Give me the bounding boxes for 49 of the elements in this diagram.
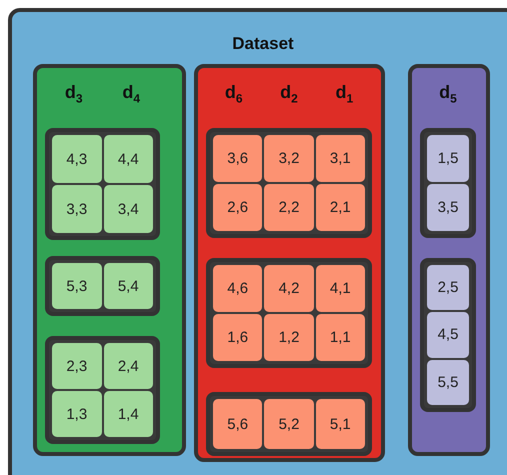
matrix-entry: 4,5 bbox=[427, 312, 469, 358]
column-panel bbox=[194, 64, 385, 462]
matrix-entry: 4,4 bbox=[104, 135, 153, 183]
block-group bbox=[45, 256, 160, 316]
matrix-entry: 2,2 bbox=[264, 184, 314, 231]
matrix-entry: 4,3 bbox=[52, 135, 102, 183]
matrix-entry: 4,2 bbox=[264, 265, 314, 312]
matrix-entry: 3,6 bbox=[213, 135, 262, 182]
matrix-entry: 5,3 bbox=[52, 263, 102, 309]
matrix-entry: 1,6 bbox=[213, 314, 262, 361]
column-header: d$_{3}$ bbox=[64, 82, 84, 106]
column-header: d$_{4}$ bbox=[121, 82, 142, 106]
matrix-entry: 5,5 bbox=[427, 360, 469, 405]
block-group bbox=[206, 392, 372, 456]
matrix-entry: 1,3 bbox=[52, 391, 102, 437]
matrix-entry: 3,2 bbox=[264, 135, 314, 182]
matrix-entry: 5,2 bbox=[264, 399, 314, 449]
matrix-entry: 1,4 bbox=[104, 391, 153, 437]
matrix-entry: 3,5 bbox=[427, 184, 469, 231]
block-group bbox=[420, 128, 476, 238]
matrix-entry: 2,4 bbox=[104, 343, 153, 389]
dataset-container bbox=[8, 8, 507, 475]
matrix-entry: 2,5 bbox=[427, 265, 469, 310]
column-header: d$_{1}$ bbox=[334, 82, 354, 106]
block-group bbox=[206, 128, 372, 238]
matrix-entry: 2,1 bbox=[316, 184, 365, 231]
dataset-title: Dataset bbox=[231, 34, 295, 54]
matrix-entry: 2,6 bbox=[213, 184, 262, 231]
matrix-entry: 5,1 bbox=[316, 399, 365, 449]
matrix-entry: 1,5 bbox=[427, 135, 469, 182]
matrix-entry: 1,1 bbox=[316, 314, 365, 361]
block-group bbox=[420, 258, 476, 412]
matrix-entry: 2,3 bbox=[52, 343, 102, 389]
matrix-entry: 4,6 bbox=[213, 265, 262, 312]
matrix-entry: 5,6 bbox=[213, 399, 262, 449]
matrix-entry: 5,4 bbox=[104, 263, 153, 309]
column-header: d$_{6}$ bbox=[224, 82, 244, 106]
matrix-entry: 3,1 bbox=[316, 135, 365, 182]
matrix-entry: 4,1 bbox=[316, 265, 365, 312]
column-panel bbox=[33, 64, 186, 456]
block-group bbox=[45, 336, 160, 444]
matrix-entry: 3,3 bbox=[52, 185, 102, 233]
column-header: d$_{5}$ bbox=[438, 82, 458, 106]
column-header: d$_{2}$ bbox=[279, 82, 299, 106]
matrix-entry: 1,2 bbox=[264, 314, 314, 361]
matrix-entry: 3,4 bbox=[104, 185, 153, 233]
column-panel bbox=[408, 64, 490, 456]
block-group bbox=[206, 258, 372, 368]
block-group bbox=[45, 128, 160, 240]
